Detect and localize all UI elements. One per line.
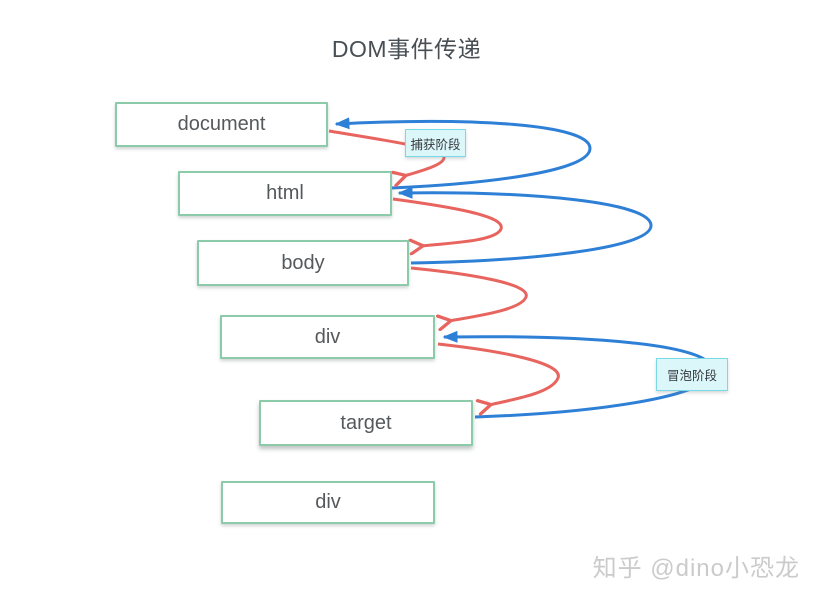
- diagram-title: DOM事件传递: [331, 36, 482, 62]
- node-div-bottom: div: [221, 481, 435, 524]
- node-div: div: [220, 315, 435, 359]
- bubble-phase-label: 冒泡阶段: [656, 358, 728, 391]
- watermark: 知乎 @dino小恐龙: [592, 555, 800, 582]
- capture-arrow-div-to-target: [437, 342, 560, 405]
- bubble-arrow-html-to-document: [334, 117, 592, 190]
- node-body: body: [197, 240, 409, 286]
- node-target: target: [259, 400, 473, 446]
- node-html: html: [178, 171, 392, 216]
- bubble-arrow-body-to-html: [397, 186, 653, 265]
- capture-arrow-html-to-body: [392, 197, 503, 246]
- capture-arrow-body-to-div: [410, 266, 528, 321]
- capture-phase-label: 捕获阶段: [405, 129, 466, 157]
- node-document: document: [115, 102, 328, 147]
